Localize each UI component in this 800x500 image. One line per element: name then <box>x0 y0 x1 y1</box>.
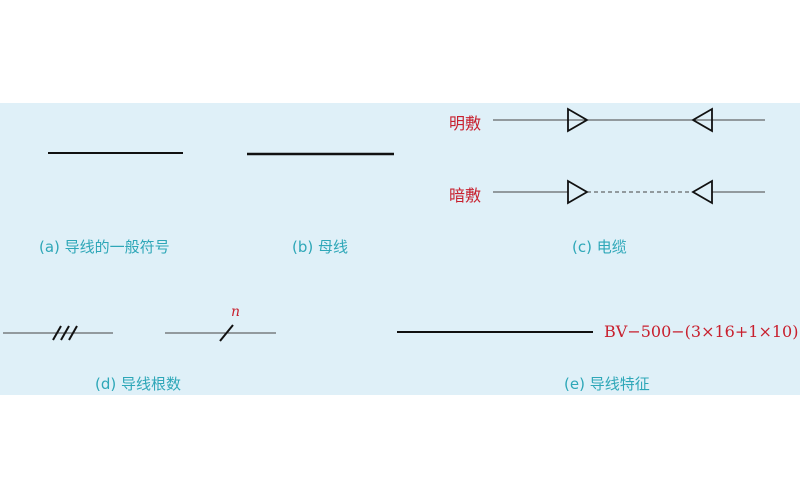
cable-end-triangle-right <box>567 179 589 205</box>
exposed-label: 明敷 <box>449 114 482 133</box>
cable-end-triangle-right <box>567 107 589 133</box>
n-label: n <box>231 304 241 320</box>
three-wires-symbol <box>3 325 113 341</box>
cable-concealed-symbol <box>493 179 765 205</box>
cable-end-triangle-left <box>691 179 713 205</box>
cable-end-triangle-left <box>691 107 713 133</box>
n-wires-symbol <box>165 324 276 342</box>
cable-exposed-symbol <box>493 107 765 133</box>
feature-spec-label: BV−500−(3×16+1×10) <box>604 322 799 341</box>
caption-a: (a) 导线的一般符号 <box>39 238 170 256</box>
diagram-panel <box>0 103 800 395</box>
caption-b: (b) 母线 <box>292 238 348 256</box>
caption-d: (d) 导线根数 <box>95 375 181 393</box>
caption-e: (e) 导线特征 <box>564 375 650 393</box>
caption-c: (c) 电缆 <box>572 238 627 256</box>
concealed-label: 暗敷 <box>449 186 482 205</box>
